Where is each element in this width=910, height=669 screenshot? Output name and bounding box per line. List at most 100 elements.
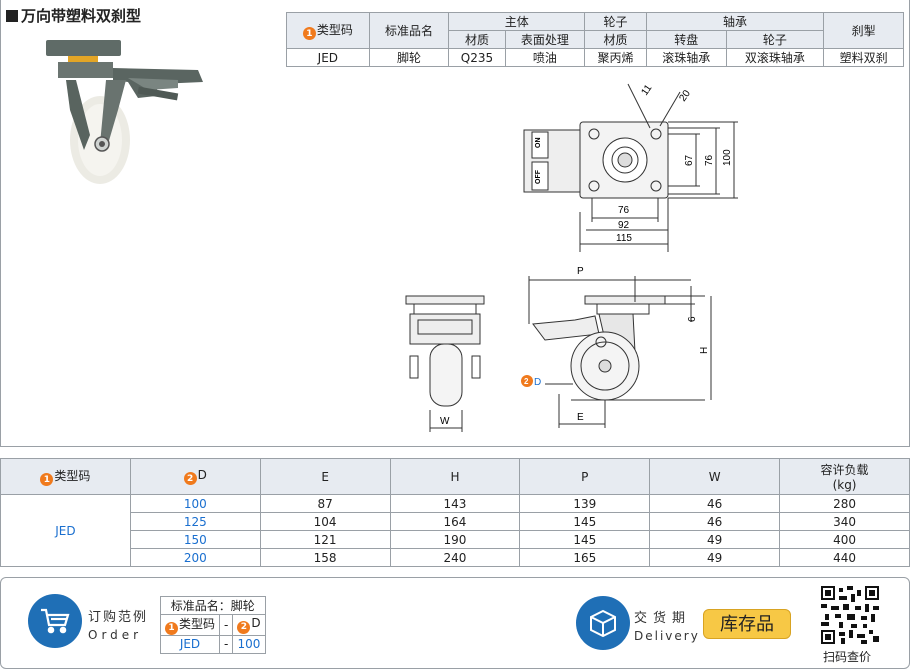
spec-header-brake: 刹掣 — [823, 12, 904, 49]
dims-cell-load: 440 — [779, 548, 910, 567]
qr-code-icon[interactable] — [821, 586, 879, 644]
order-D-value: 100 — [232, 634, 266, 654]
dims-cell-load: 340 — [779, 512, 910, 531]
spec-row: JED 脚轮 Q235 喷油 聚丙烯 滚珠轴承 双滚珠轴承 塑料双刹 — [286, 48, 904, 67]
order-dash: - — [219, 634, 234, 654]
spec-cell-type-code: JED — [286, 48, 370, 67]
dims-cell-W: 49 — [649, 530, 781, 549]
dim-6: 6 — [687, 316, 698, 322]
dims-cell-P: 139 — [519, 494, 651, 513]
dims-header-W: W — [649, 458, 781, 495]
scan-price-label: 扫码查价 — [823, 650, 872, 664]
spec-header-standard-name: 标准品名 — [368, 12, 450, 49]
spec-header-swivel: 转盘 — [645, 30, 727, 49]
page-title: 万向带塑料双刹型 — [6, 5, 141, 26]
dim-92: 92 — [618, 220, 630, 231]
brake-off-label: OFF — [535, 169, 542, 184]
dims-cell-H: 164 — [389, 512, 521, 531]
spec-cell-swivel: 滚珠轴承 — [645, 48, 727, 67]
order-type-code-value: JED — [159, 634, 221, 654]
order-example-label: 订购范例 Order — [88, 610, 149, 642]
dim-D: D — [534, 377, 541, 388]
dims-header-H: H — [389, 458, 521, 495]
dim-67: 67 — [684, 154, 695, 166]
dims-header-P: P — [519, 458, 651, 495]
dim-P: P — [577, 266, 584, 277]
spec-header-material: 材质 — [448, 30, 506, 49]
delivery-box-icon — [576, 596, 630, 650]
dims-cell-D: 200 — [129, 548, 261, 567]
marker-2-drawing-icon — [521, 375, 533, 387]
dims-cell-H: 143 — [389, 494, 521, 513]
top-view-drawing: ON OFF 11 20 67 76 100 76 92 115 — [523, 83, 738, 252]
shopping-cart-icon — [28, 594, 82, 648]
marker-2-order-icon: 2 — [237, 620, 251, 634]
front-view-drawing: W — [405, 295, 485, 432]
caster-photo — [46, 40, 203, 184]
dim-115: 115 — [616, 233, 632, 244]
marker-1-order-icon: 1 — [165, 621, 178, 635]
svg-text:2: 2 — [524, 377, 529, 386]
table-row: 200 158 240 165 49 440 — [1, 548, 910, 567]
dims-cell-W: 46 — [649, 512, 781, 531]
order-dash: - — [219, 614, 234, 636]
spec-header-wheel: 轮子 — [584, 12, 647, 31]
dims-header-E: E — [259, 458, 391, 495]
spec-cell-wheel-bearing: 双滚珠轴承 — [725, 48, 825, 67]
dims-cell-P: 145 — [519, 512, 651, 531]
table-row: 150 121 190 145 49 400 — [1, 530, 910, 549]
dims-cell-P: 165 — [519, 548, 651, 567]
title-square-icon — [6, 9, 18, 22]
dim-100: 100 — [722, 149, 733, 166]
dims-cell-E: 87 — [259, 494, 391, 513]
brake-on-label: ON — [535, 138, 542, 149]
delivery-label: 交货期 Delivery — [634, 611, 700, 643]
dim-E: E — [577, 412, 584, 423]
dim-76-vertical: 76 — [704, 154, 715, 166]
dims-cell-load: 400 — [779, 530, 910, 549]
spec-cell-material: Q235 — [448, 48, 506, 67]
dim-H: H — [699, 347, 710, 354]
table-row: JED 100 87 143 139 46 280 — [0, 494, 910, 567]
dims-type-code: JED — [0, 494, 131, 567]
spec-header-wheel-material: 材质 — [584, 30, 647, 49]
dims-cell-E: 158 — [259, 548, 391, 567]
in-stock-badge: 库存品 — [703, 609, 791, 639]
dims-header-load: 容许负载(kg) — [779, 458, 910, 495]
spec-header-wheel-bearing: 轮子 — [725, 30, 825, 49]
dim-W-front: W — [440, 416, 450, 427]
dims-cell-H: 190 — [389, 530, 521, 549]
table-row: 125 104 164 145 46 340 — [1, 512, 910, 531]
dims-cell-D: 125 — [129, 512, 261, 531]
dims-cell-E: 104 — [259, 512, 391, 531]
marker-2-dims-icon: 2 — [183, 472, 197, 486]
spec-cell-standard-name: 脚轮 — [368, 48, 450, 67]
dims-cell-H: 240 — [389, 548, 521, 567]
dims-cell-load: 280 — [779, 494, 910, 513]
dims-cell-D: 150 — [129, 530, 261, 549]
spec-header-bearing: 轴承 — [645, 12, 825, 31]
spec-cell-surface: 喷油 — [504, 48, 586, 67]
order-standard-name: 标准品名：脚轮 — [160, 596, 266, 615]
marker-1-dims-icon: 1 — [40, 473, 54, 487]
spec-header-body: 主体 — [448, 12, 586, 31]
spec-header-surface: 表面处理 — [504, 30, 586, 49]
dims-cell-W: 49 — [649, 548, 781, 567]
dims-cell-E: 121 — [259, 530, 391, 549]
dim-11: 11 — [639, 83, 654, 98]
marker-1-icon: 1 — [302, 27, 316, 41]
dim-76-horizontal: 76 — [618, 205, 630, 216]
dims-cell-P: 145 — [519, 530, 651, 549]
spec-cell-wheel-material: 聚丙烯 — [584, 48, 647, 67]
spec-cell-brake: 塑料双刹 — [823, 48, 904, 67]
side-view-drawing: P 6 H E 2 D — [521, 266, 712, 428]
dims-cell-W: 46 — [649, 494, 781, 513]
dim-20: 20 — [677, 88, 693, 104]
